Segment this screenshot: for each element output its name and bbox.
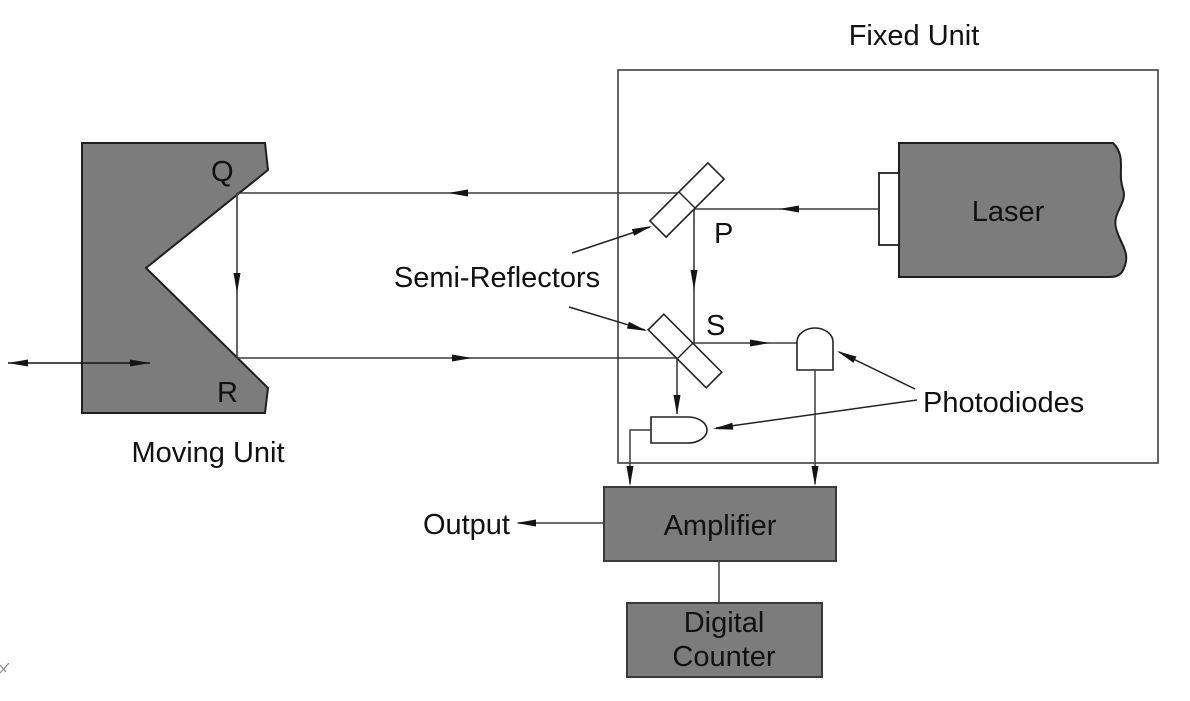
laser-aperture bbox=[878, 172, 900, 246]
digital-counter-box bbox=[626, 602, 823, 678]
arrowhead-ps-beam bbox=[690, 270, 698, 290]
beam-point-labels: P S Q R bbox=[211, 156, 733, 409]
arrowhead-qr-beam bbox=[233, 273, 241, 293]
point-q-label: Q bbox=[211, 156, 234, 188]
semi-reflector-2 bbox=[647, 313, 723, 389]
photodiode-right bbox=[796, 327, 834, 486]
arrowhead-photodiodes-2 bbox=[713, 422, 734, 430]
laser: Laser bbox=[878, 142, 1128, 278]
moving-unit: Moving Unit bbox=[81, 142, 285, 469]
photodiodes-callout: Photodiodes bbox=[713, 351, 1084, 430]
amplifier-label: Amplifier bbox=[664, 510, 777, 542]
beam-paths bbox=[233, 189, 879, 415]
fixed-unit-box bbox=[617, 69, 1159, 464]
laser-label: Laser bbox=[972, 196, 1045, 228]
output-label: Output bbox=[423, 509, 510, 541]
semi-reflector-1-midline bbox=[678, 191, 696, 209]
arrowhead-q-beam bbox=[448, 189, 468, 197]
arrowhead-wire-bottom bbox=[626, 466, 634, 486]
photodiode-right-body bbox=[796, 327, 834, 371]
semi-reflector-2-midline bbox=[676, 342, 694, 360]
semi-reflector-1 bbox=[648, 161, 726, 239]
fixed-unit: Fixed Unit bbox=[617, 20, 1159, 464]
photodiodes-label: Photodiodes bbox=[923, 387, 1084, 419]
stray-mark bbox=[0, 662, 10, 674]
photodiodes-leader-2 bbox=[715, 399, 918, 429]
arrowhead-s-beam bbox=[750, 339, 770, 347]
arrowhead-laser-beam bbox=[779, 205, 799, 213]
stray-mark-line1 bbox=[0, 662, 10, 674]
digital-counter-label-line1: Digital bbox=[684, 607, 765, 639]
amplifier: Amplifier bbox=[603, 486, 837, 562]
arrowhead-motion-right bbox=[130, 359, 150, 367]
arrowhead-wire-right bbox=[811, 466, 819, 486]
amplifier-box bbox=[603, 486, 837, 562]
arrowhead-semi-reflectors-1 bbox=[631, 226, 652, 236]
motion-double-arrow bbox=[8, 359, 150, 367]
point-s-label: S bbox=[706, 310, 725, 342]
arrowhead-motion-left bbox=[8, 359, 28, 367]
wire-photodiode-bottom bbox=[629, 429, 651, 484]
point-r-label: R bbox=[217, 377, 238, 409]
arrowhead-s-down-beam bbox=[673, 395, 681, 415]
digital-counter: Digital Counter bbox=[626, 561, 823, 678]
output: Output bbox=[423, 509, 604, 541]
semi-reflectors-label: Semi-Reflectors bbox=[394, 262, 600, 294]
laser-body bbox=[898, 142, 1128, 278]
arrowhead-semi-reflectors-2 bbox=[626, 321, 647, 331]
arrowhead-r-beam bbox=[452, 354, 472, 362]
arrowhead-photodiodes-1 bbox=[837, 351, 857, 363]
photodiode-bottom-body bbox=[650, 416, 708, 444]
arrowhead-output bbox=[516, 519, 536, 527]
fixed-unit-label: Fixed Unit bbox=[849, 20, 980, 52]
moving-unit-body bbox=[81, 142, 270, 414]
semi-reflectors-callout: Semi-Reflectors bbox=[394, 226, 652, 331]
stray-mark-line2 bbox=[0, 664, 7, 673]
photodiode-bottom bbox=[626, 416, 708, 486]
digital-counter-label-line2: Counter bbox=[672, 641, 776, 673]
point-p-label: P bbox=[714, 218, 733, 250]
moving-unit-label: Moving Unit bbox=[131, 437, 284, 469]
